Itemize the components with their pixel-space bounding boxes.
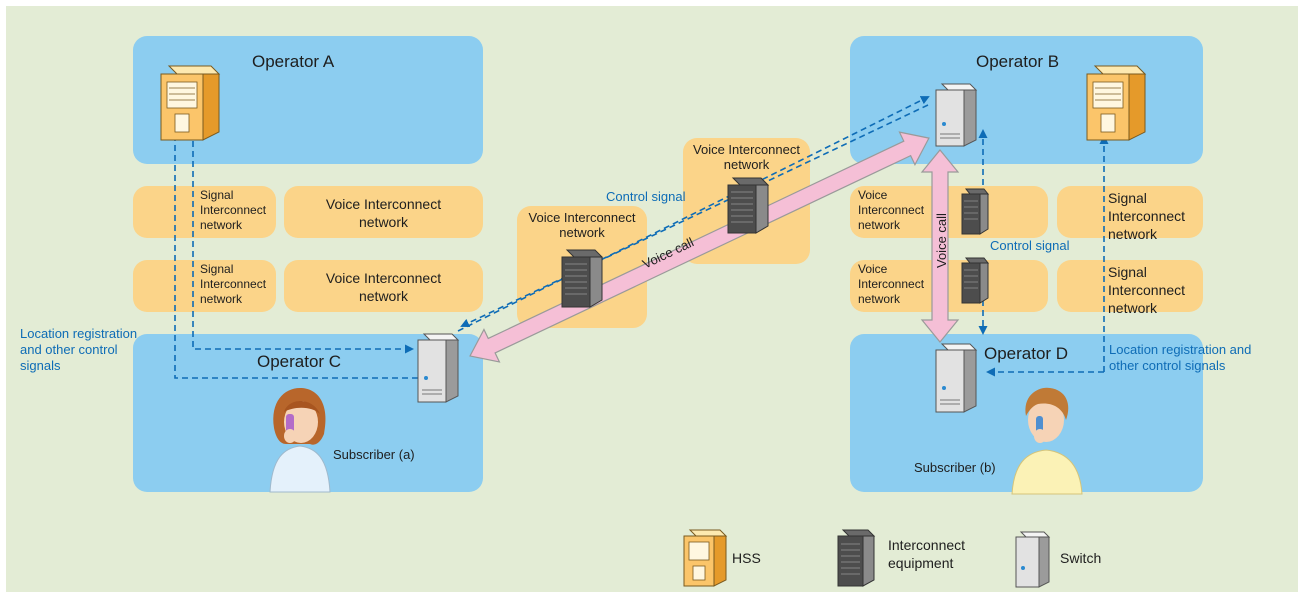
control-signal-label-mid: Control signal bbox=[606, 189, 686, 204]
signal-network-box-right-1 bbox=[1057, 186, 1203, 238]
voice-network-box-right-2 bbox=[850, 260, 1048, 312]
voice-call-arrow-vertical bbox=[920, 149, 960, 343]
operator-c-title: Operator C bbox=[257, 352, 342, 371]
interconnect-equipment-icon bbox=[561, 249, 604, 308]
legend-hss-icon bbox=[683, 529, 728, 587]
operator-d-title: Operator D bbox=[984, 344, 1069, 363]
voice-network-box-right-1 bbox=[850, 186, 1048, 238]
switch-icon bbox=[935, 83, 978, 147]
control-signal-line-b-c bbox=[460, 104, 929, 328]
hss-icon bbox=[160, 65, 221, 141]
signal-network-box-right-2 bbox=[1057, 260, 1203, 312]
operator-a-title: Operator A bbox=[252, 52, 335, 71]
operator-b-title: Operator B bbox=[976, 52, 1060, 71]
interconnect-equipment-icon bbox=[961, 188, 990, 235]
hss-icon bbox=[1086, 65, 1147, 141]
switch-icon bbox=[417, 333, 460, 403]
legend-hss-label: HSS bbox=[732, 550, 761, 566]
legend-interconnect-icon bbox=[837, 529, 876, 587]
subscriber-b-label: Subscriber (b) bbox=[914, 460, 996, 475]
switch-icon bbox=[935, 343, 978, 413]
subscriber-a-woman-icon bbox=[269, 388, 331, 493]
location-line-c-a bbox=[170, 128, 418, 379]
interconnect-equipment-icon bbox=[961, 257, 990, 304]
interconnect-equipment-icon bbox=[727, 177, 770, 234]
control-signal-line-c-b bbox=[457, 96, 930, 332]
voice-network-box-2 bbox=[284, 260, 483, 312]
voice-network-box-1 bbox=[284, 186, 483, 238]
signal-network-box-1 bbox=[133, 186, 276, 238]
legend-switch-label: Switch bbox=[1060, 550, 1102, 566]
signal-network-box-2 bbox=[133, 260, 276, 312]
legend-switch-icon bbox=[1015, 531, 1051, 588]
subscriber-b-man-icon bbox=[1011, 387, 1083, 495]
voice-call-label-vertical: Voice call bbox=[934, 213, 949, 268]
subscriber-a-label: Subscriber (a) bbox=[333, 447, 415, 462]
location-line-a-c bbox=[192, 141, 414, 354]
control-signal-label-right: Control signal bbox=[990, 238, 1070, 253]
